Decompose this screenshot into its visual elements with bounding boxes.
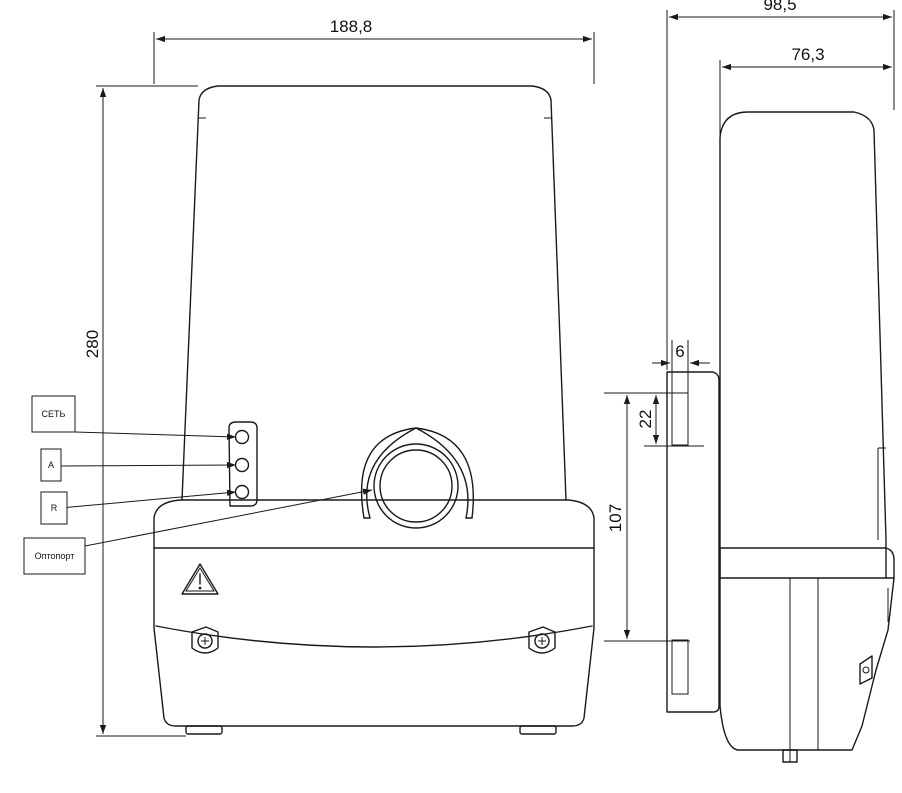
svg-text:СЕТЬ: СЕТЬ	[42, 409, 66, 419]
label-r: R	[40, 491, 68, 525]
foot-right	[519, 725, 557, 735]
svg-text:76,3: 76,3	[791, 45, 824, 64]
front-lower-housing	[153, 547, 595, 727]
front-seam	[155, 625, 593, 648]
optoport	[360, 427, 474, 529]
svg-text:A: A	[48, 460, 54, 470]
dimension-front-width: 188,8	[153, 17, 595, 84]
svg-text:98,5: 98,5	[763, 0, 796, 14]
front-cover	[181, 85, 567, 501]
dimension-front-height: 280	[83, 85, 198, 737]
dimension-hole-spacing: 107	[604, 392, 690, 642]
screw-icon	[191, 626, 219, 654]
svg-text:22: 22	[636, 410, 655, 429]
svg-text:6: 6	[675, 342, 684, 361]
screw-icon	[528, 626, 556, 654]
front-base	[153, 499, 595, 549]
svg-text:107: 107	[606, 504, 625, 532]
svg-text:188,8: 188,8	[330, 17, 373, 36]
front-view: СЕТЬ A R Оптопорт 188,8 280	[23, 17, 595, 737]
side-cover	[719, 111, 887, 579]
side-bracket	[666, 371, 720, 713]
warning-triangle-icon	[181, 563, 219, 595]
led-a	[234, 457, 250, 473]
dimension-side-total: 98,5	[666, 0, 895, 370]
label-optoport: Оптопорт	[23, 537, 86, 575]
led-power	[234, 429, 250, 445]
svg-text:Оптопорт: Оптопорт	[35, 551, 75, 561]
led-strip	[228, 421, 258, 507]
side-view: 98,5 76,3 6 22 107	[604, 0, 895, 763]
side-lower-housing	[719, 547, 895, 579]
led-r	[234, 484, 250, 500]
label-power: СЕТЬ	[31, 395, 76, 433]
foot-left	[185, 725, 223, 735]
dimension-side-body: 76,3	[719, 45, 895, 136]
dimension-hole-offset: 22	[636, 392, 704, 447]
label-a: A	[40, 448, 62, 482]
svg-text:280: 280	[83, 330, 102, 358]
svg-text:R: R	[51, 503, 58, 513]
dimension-bracket-thickness: 6	[652, 340, 710, 372]
